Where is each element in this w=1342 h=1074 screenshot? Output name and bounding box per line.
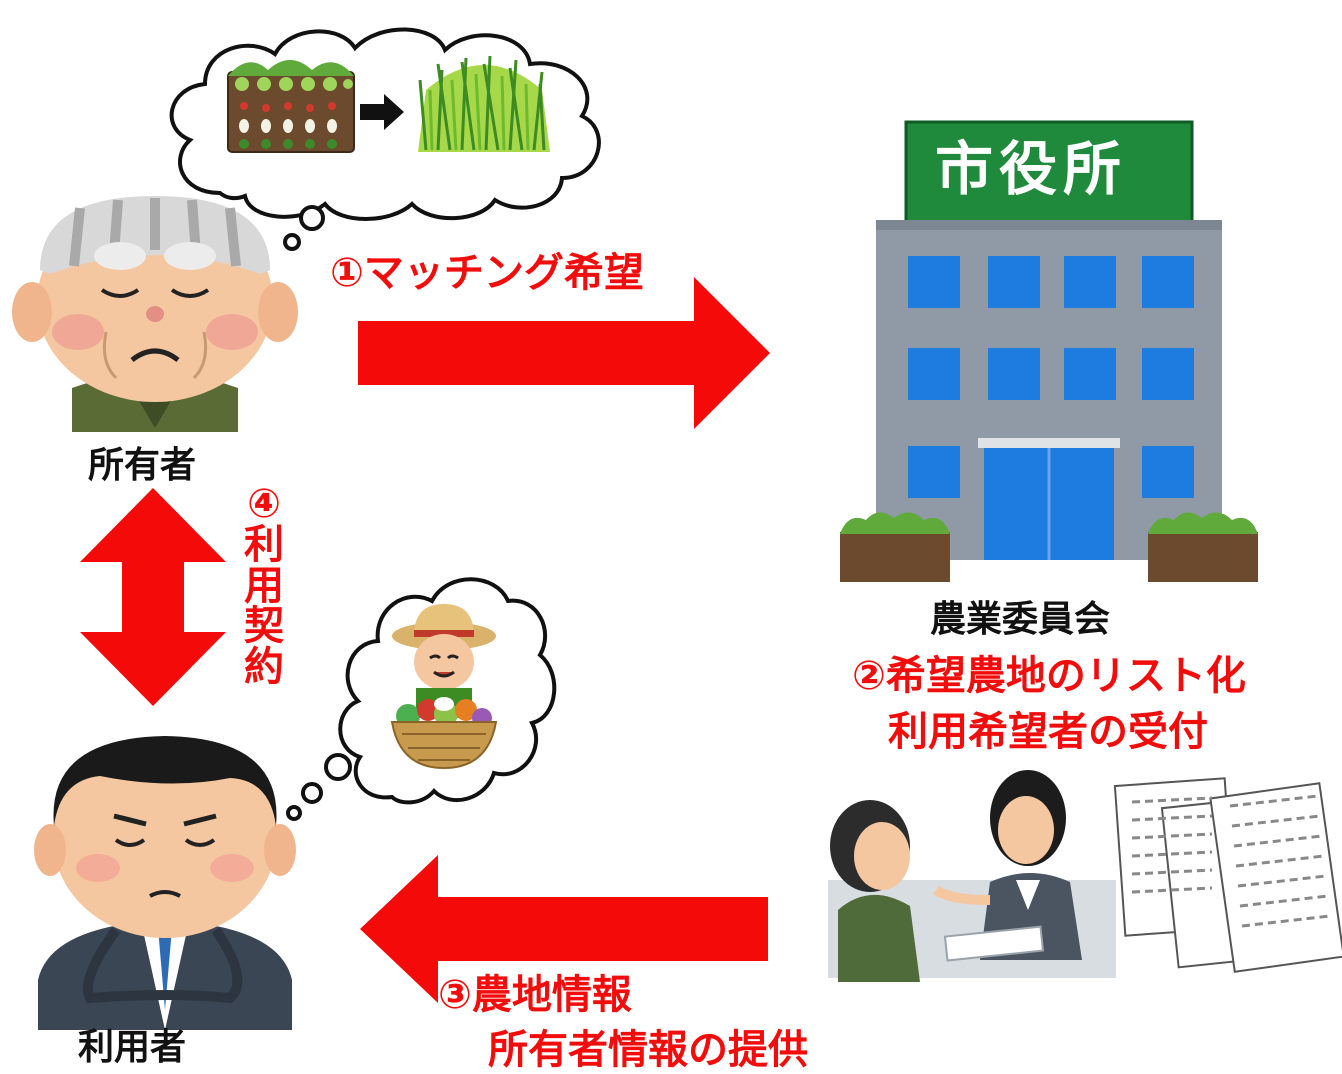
arrow-step1 <box>358 277 770 429</box>
user-label: 利用者 <box>78 1027 187 1068</box>
step2-line1: ②希望農地のリスト化 <box>852 653 1246 699</box>
owner-label: 所有者 <box>88 445 197 486</box>
step3-line2: 所有者情報の提供 <box>488 1027 808 1073</box>
step4-char-4: 約 <box>244 644 284 691</box>
city-hall-sign: 市役所 <box>935 135 1128 203</box>
city-hall-icon <box>840 120 1258 582</box>
step4-char-3: 契 <box>244 603 284 650</box>
step1-label: ①マッチング希望 <box>330 250 644 296</box>
step2-line2: 利用希望者の受付 <box>888 709 1208 755</box>
owner-avatar <box>12 196 298 432</box>
user-avatar <box>34 736 296 1030</box>
step4-number: ④ <box>247 481 281 527</box>
farmer-with-vegetables-icon <box>390 604 498 770</box>
step4-label: ④ 利 用 契 約 <box>244 484 284 688</box>
document-list-icon <box>1113 777 1342 973</box>
farmland-icon <box>227 60 355 153</box>
step3-line1: ③農地情報 <box>438 972 632 1018</box>
step4-char-1: 利 <box>244 521 284 568</box>
grass-icon <box>418 55 550 152</box>
consultation-icon <box>828 770 1116 982</box>
step4-char-2: 用 <box>244 562 284 609</box>
office-label: 農業委員会 <box>930 599 1111 640</box>
arrow-step3 <box>360 855 768 1003</box>
arrow-right-icon <box>360 94 404 130</box>
arrow-step4 <box>80 488 226 706</box>
